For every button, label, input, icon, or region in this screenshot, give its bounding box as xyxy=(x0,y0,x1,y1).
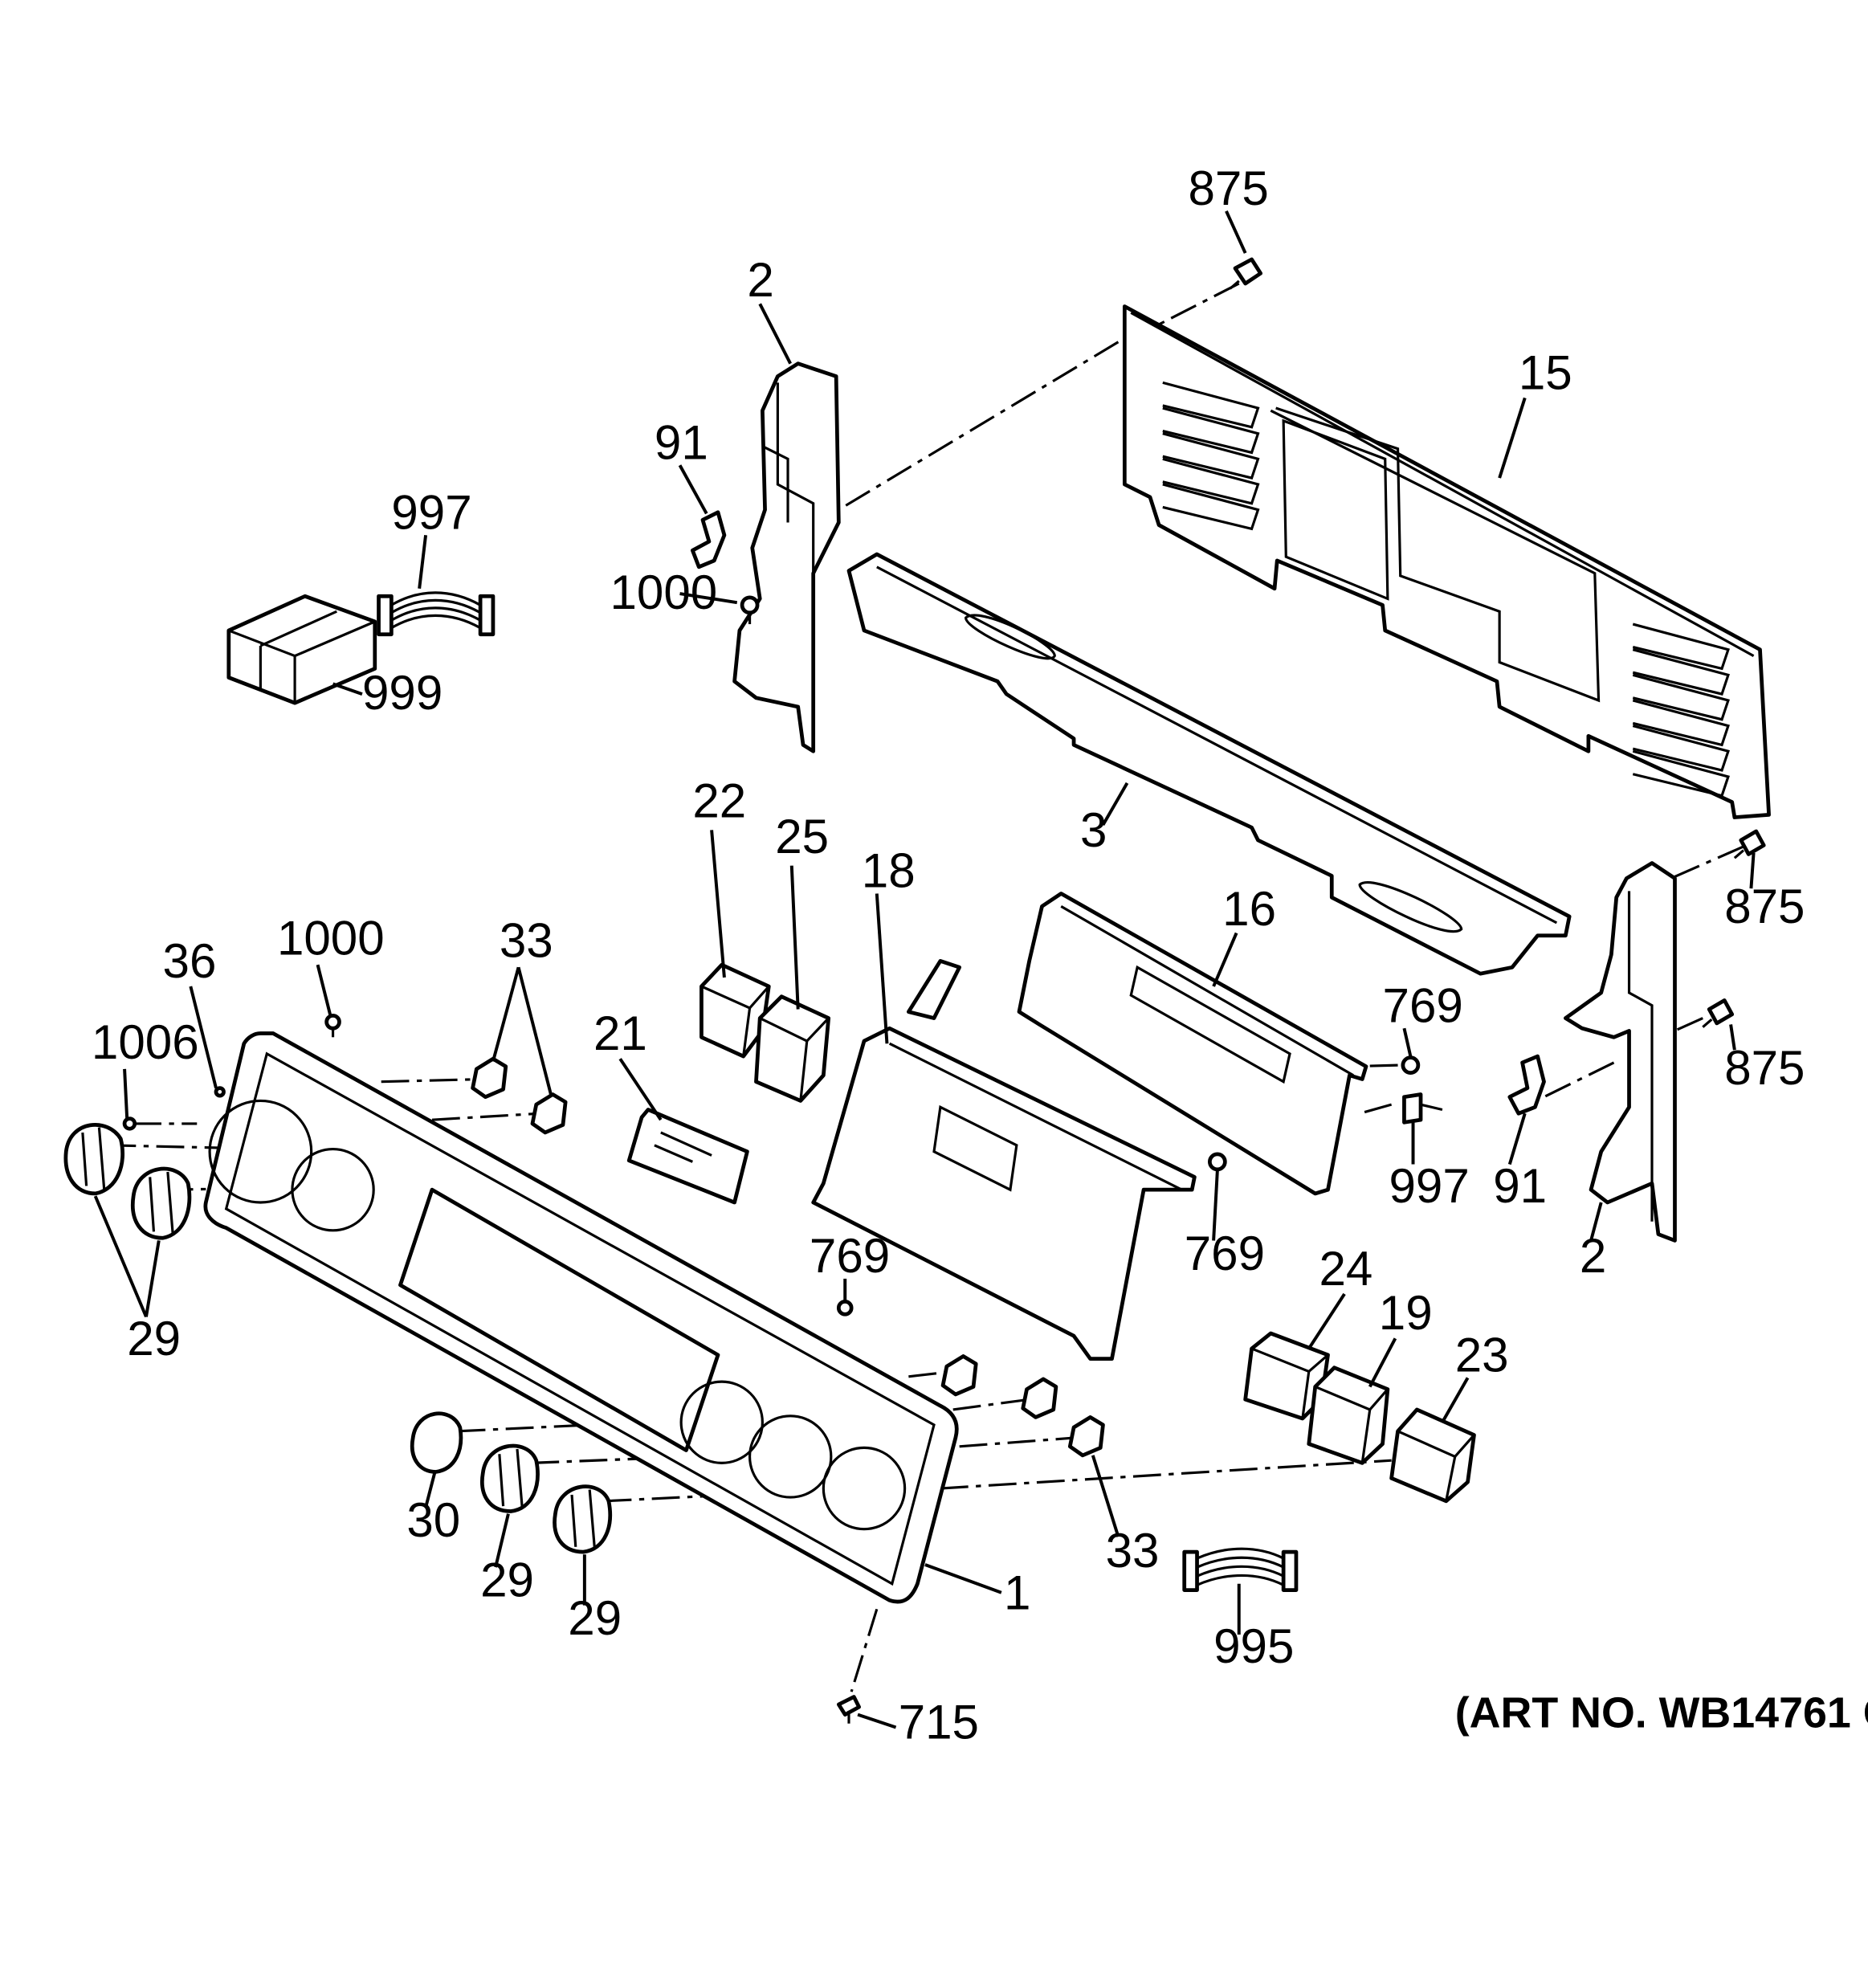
callout-33: 33 xyxy=(1106,1524,1160,1578)
callout-875: 875 xyxy=(1724,880,1805,933)
screw-1006 xyxy=(122,1116,137,1131)
glass-21 xyxy=(626,1108,749,1205)
callout-21: 21 xyxy=(593,1006,647,1060)
harness-995 xyxy=(1182,1547,1299,1592)
control-panel-1 xyxy=(203,1031,959,1604)
switch-23 xyxy=(1389,1407,1476,1504)
callout-769: 769 xyxy=(1383,978,1463,1032)
callout-36: 36 xyxy=(163,934,217,988)
callout-33: 33 xyxy=(500,914,553,968)
touchpad-18 xyxy=(811,958,1197,1361)
callout-numbers: 875 2 15 91 997 1000 999 22 25 18 3 16 8… xyxy=(92,161,1868,1749)
callout-875: 875 xyxy=(1188,161,1268,215)
callout-3: 3 xyxy=(1080,803,1107,857)
screw-769-mid xyxy=(1207,1152,1227,1172)
box-999 xyxy=(226,594,377,705)
clips-33 xyxy=(471,1056,1105,1458)
knobs xyxy=(63,1123,613,1554)
callout-29: 29 xyxy=(568,1591,622,1645)
callout-22: 22 xyxy=(692,774,746,828)
knob-29-d xyxy=(553,1484,613,1554)
callout-769: 769 xyxy=(1185,1227,1265,1280)
harness-997-right xyxy=(1402,1092,1443,1125)
callout-91: 91 xyxy=(655,415,708,469)
callout-999: 999 xyxy=(362,666,443,720)
callout-29: 29 xyxy=(127,1312,181,1365)
callout-15: 15 xyxy=(1519,345,1572,399)
clip-91-left xyxy=(690,510,727,569)
rear-panel-15 xyxy=(1122,304,1771,819)
callout-997: 997 xyxy=(1389,1159,1469,1213)
callout-715: 715 xyxy=(899,1696,979,1749)
callout-24: 24 xyxy=(1319,1242,1372,1296)
screw-875-top xyxy=(1229,257,1263,290)
callout-997: 997 xyxy=(391,485,471,539)
screw-769-right xyxy=(1401,1055,1421,1075)
screws xyxy=(122,257,1766,1724)
switch-25 xyxy=(754,994,831,1103)
callout-2: 2 xyxy=(747,253,773,307)
callout-23: 23 xyxy=(1455,1328,1509,1382)
callout-1000: 1000 xyxy=(610,565,718,619)
screw-875-low xyxy=(1702,998,1735,1028)
callout-18: 18 xyxy=(862,844,916,898)
knob-29-c xyxy=(480,1443,540,1513)
callout-29: 29 xyxy=(480,1553,534,1607)
switch-24 xyxy=(1243,1331,1330,1421)
harness-997-top xyxy=(377,591,496,637)
screw-769-low xyxy=(836,1300,854,1316)
callout-1006: 1006 xyxy=(92,1015,199,1069)
side-bracket-2-left xyxy=(732,361,841,753)
knob-30 xyxy=(410,1411,463,1474)
art-number: (ART NO. WB14761 C7) xyxy=(1455,1688,1868,1737)
clip-91-right xyxy=(1507,1054,1546,1116)
callout-875: 875 xyxy=(1724,1041,1805,1095)
callout-995: 995 xyxy=(1213,1619,1294,1673)
callout-16: 16 xyxy=(1222,882,1276,936)
leader-lines xyxy=(93,210,1756,1729)
side-bracket-2-right xyxy=(1564,861,1677,1243)
screw-715 xyxy=(836,1695,862,1724)
callout-91: 91 xyxy=(1493,1159,1547,1213)
knob-29-b xyxy=(130,1166,192,1240)
callout-25: 25 xyxy=(775,810,829,863)
callout-1: 1 xyxy=(1004,1565,1030,1619)
screw-875-mid xyxy=(1733,829,1766,859)
control-board-16 xyxy=(1017,892,1368,1196)
callout-1000: 1000 xyxy=(277,911,385,965)
trim-strip-3 xyxy=(846,552,1572,976)
screw-1000-top xyxy=(740,595,760,625)
callout-2: 2 xyxy=(1580,1229,1606,1283)
callout-30: 30 xyxy=(406,1493,460,1547)
screw-1000-mid xyxy=(324,1014,341,1038)
callout-769: 769 xyxy=(810,1229,890,1283)
switch-19 xyxy=(1307,1365,1390,1465)
callout-19: 19 xyxy=(1379,1286,1433,1340)
knob-29-a xyxy=(63,1123,125,1196)
screw-36 xyxy=(214,1086,226,1098)
